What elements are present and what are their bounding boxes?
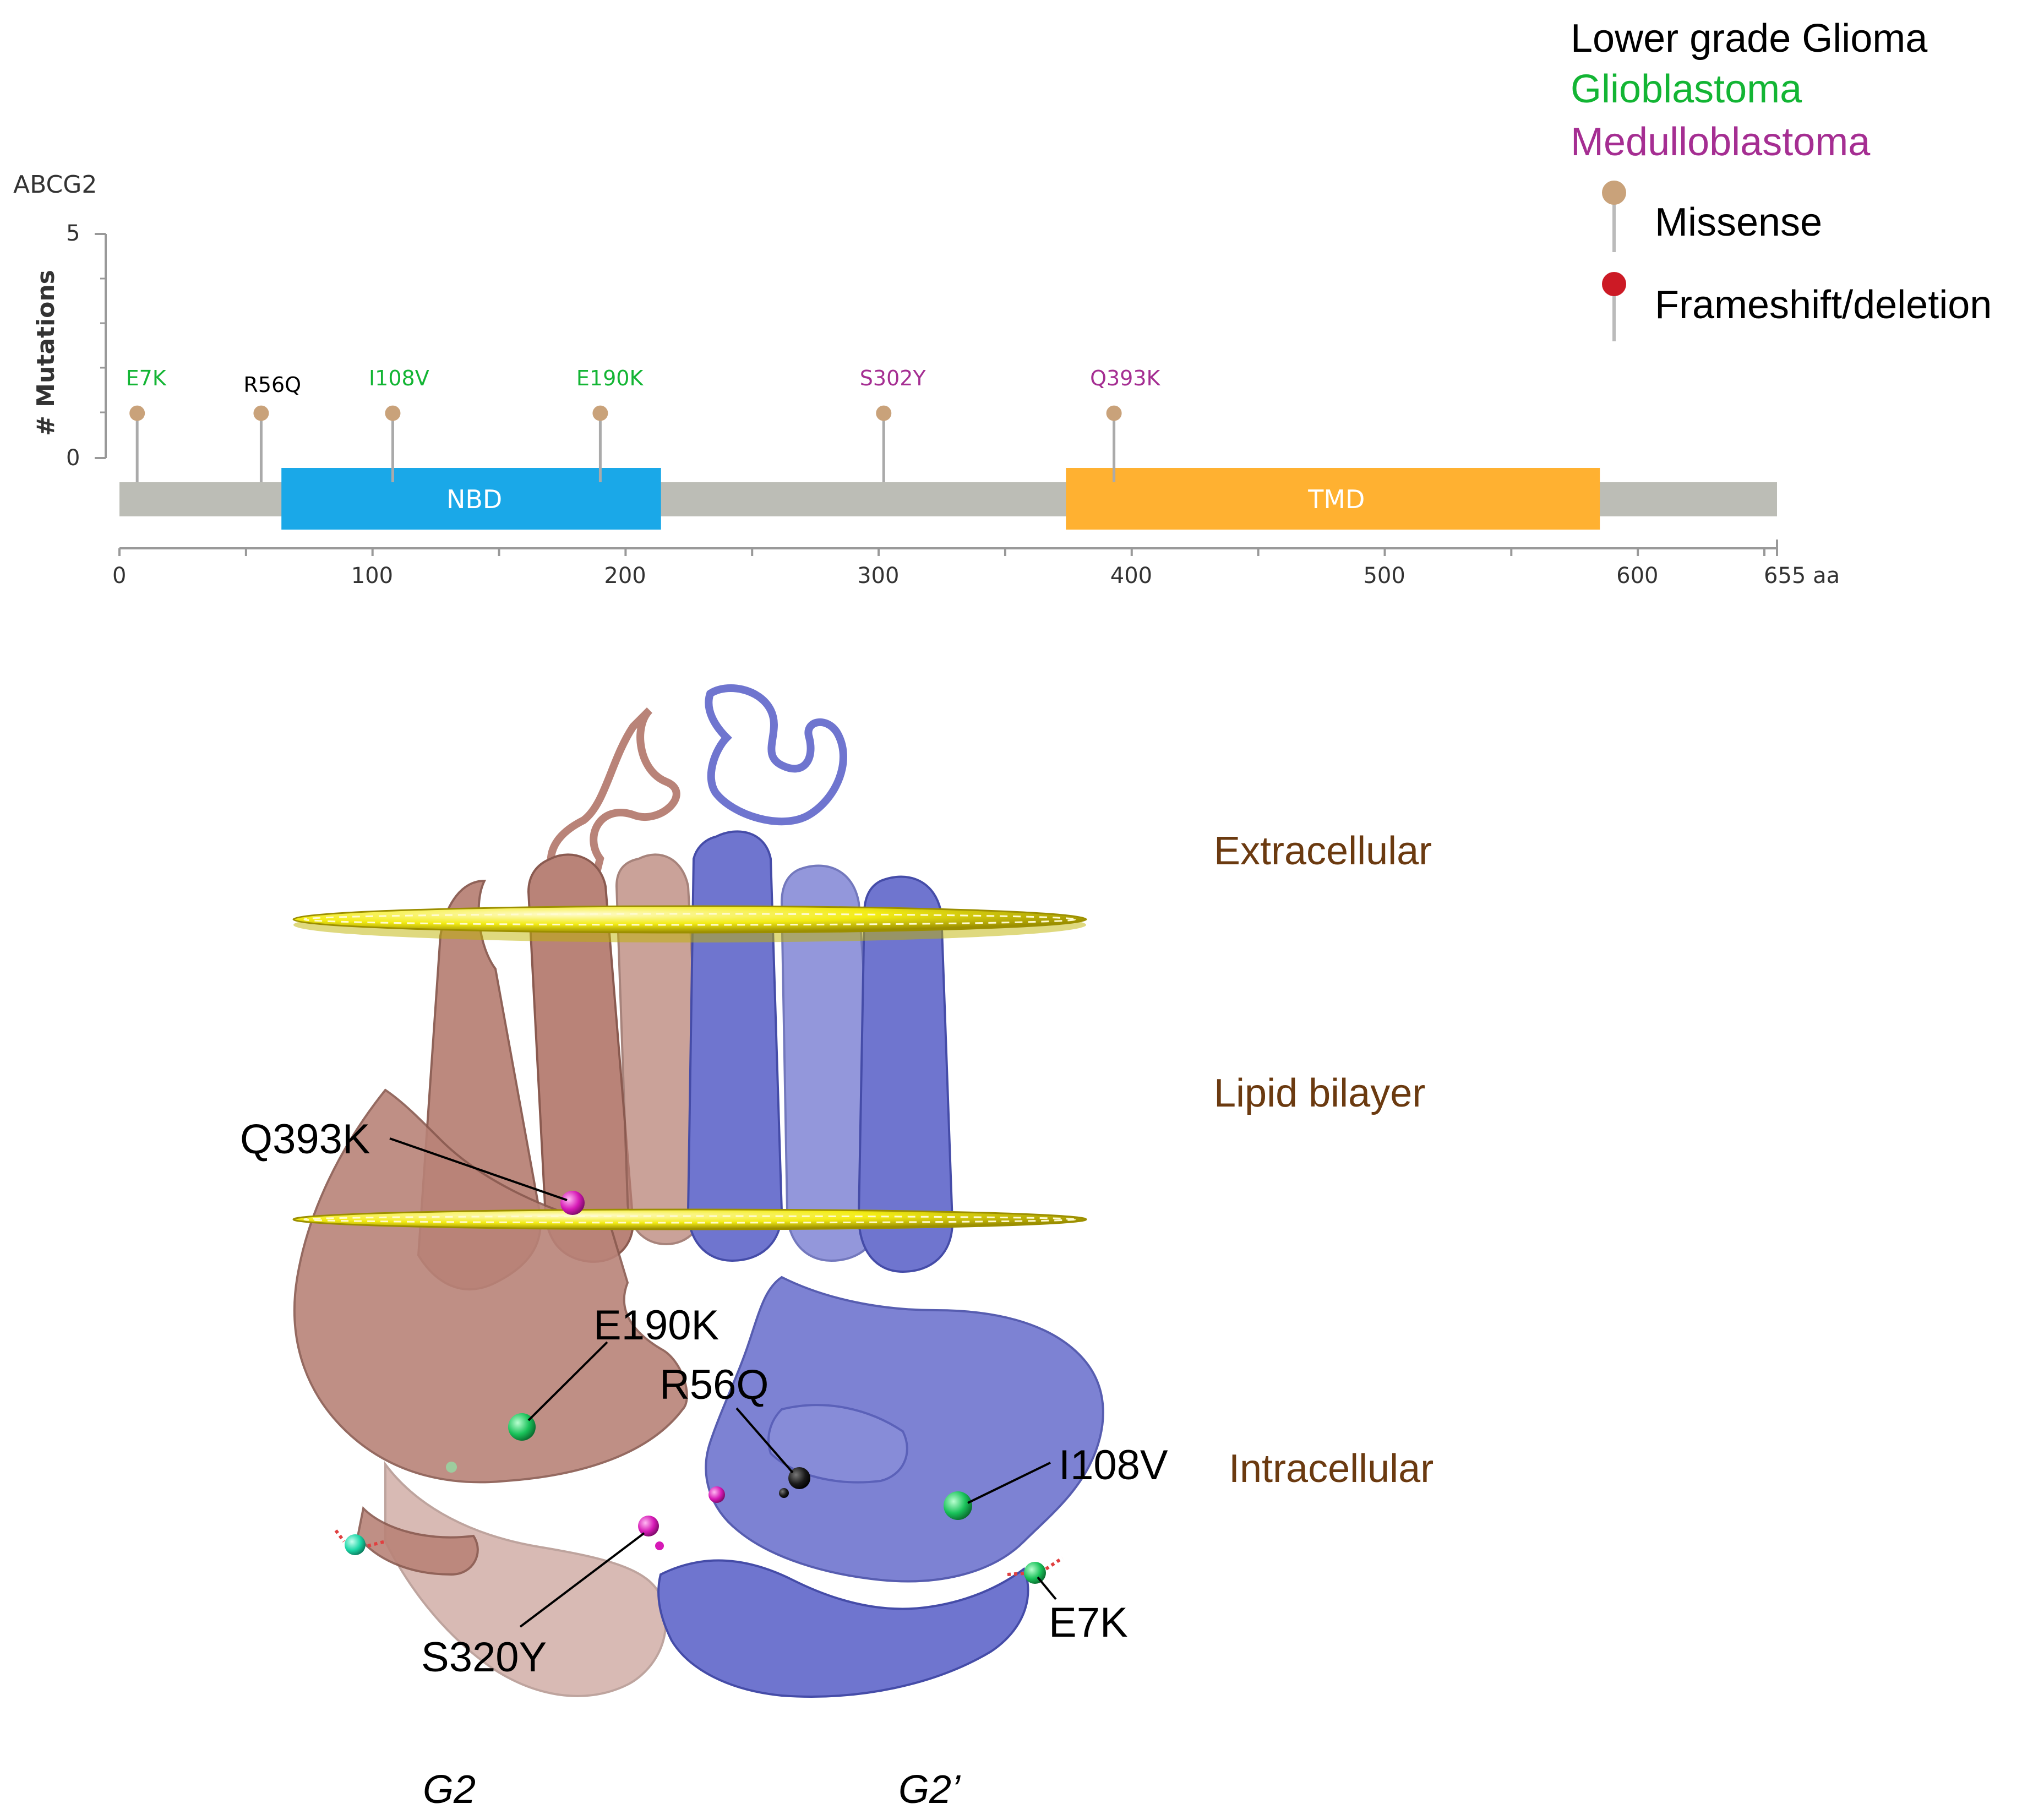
- lollipop-plot: [95, 233, 1778, 556]
- region-extracellular-label: Extracellular: [1214, 829, 1432, 873]
- disordered-tail-e7k: [1007, 1556, 1064, 1576]
- head-r56q: [253, 405, 269, 421]
- site-mb-sphere-g2prime: [708, 1486, 725, 1503]
- head-q393k: [1106, 405, 1122, 421]
- site-r56q-sphere-small: [779, 1488, 789, 1498]
- protein-structure: [292, 684, 1104, 1698]
- leader-i108v: [967, 1462, 1051, 1504]
- membrane-lower: [292, 1208, 1087, 1230]
- head-e7k: [129, 405, 145, 421]
- leader-r56q: [735, 1407, 794, 1474]
- leader-e190k: [527, 1341, 608, 1421]
- x-tick-label-655: 655 aa: [1764, 563, 1840, 588]
- site-i108v-sphere: [944, 1491, 972, 1520]
- chain-g2-ribbon: [293, 707, 706, 1697]
- head-e190k: [592, 405, 608, 421]
- site-e190k-sphere-secondary: [446, 1462, 457, 1473]
- mutation-label-s302y: S302Y: [859, 366, 926, 390]
- site-r56q-sphere: [788, 1467, 810, 1489]
- site-s320y-sphere: [638, 1516, 659, 1536]
- lollipop-stems: [135, 413, 1116, 482]
- struct-label-e190k: E190K: [593, 1302, 720, 1349]
- domain-label-nbd: NBD: [446, 484, 503, 514]
- x-tick-label-0: 0: [112, 563, 127, 588]
- struct-label-q393k: Q393K: [240, 1116, 370, 1163]
- legend-frameshift-label: Frameshift/deletion: [1655, 283, 1992, 327]
- lollipop-heads: [129, 405, 1122, 421]
- domains: [281, 468, 1600, 530]
- domain-label-tmd: TMD: [1308, 484, 1365, 514]
- y-tick-label-5: 5: [66, 221, 80, 246]
- region-intracellular-label: Intracellular: [1229, 1447, 1434, 1491]
- x-tick-label-100: 100: [351, 563, 394, 588]
- mutation-label-e190k: E190K: [576, 366, 644, 390]
- x-tick-label-400: 400: [1110, 563, 1153, 588]
- gene-name-label: ABCG2: [13, 171, 97, 199]
- leader-e7k: [1037, 1576, 1057, 1600]
- struct-label-r56q: R56Q: [660, 1361, 769, 1408]
- mutation-label-i108v: I108V: [368, 366, 429, 390]
- legend-missense-label: Missense: [1655, 200, 1823, 244]
- site-e7k-sphere-g2: [345, 1534, 366, 1555]
- leader-s320y: [519, 1532, 645, 1628]
- site-s320y-sphere-small: [655, 1541, 664, 1550]
- struct-label-e7k: E7K: [1049, 1599, 1128, 1646]
- legend-mb-label: Medulloblastoma: [1571, 120, 1871, 164]
- site-e7k-sphere: [1024, 1562, 1046, 1584]
- legend-lgg-label: Lower grade Glioma: [1571, 17, 1928, 61]
- mutation-label-q393k: Q393K: [1090, 366, 1160, 390]
- site-q393k-sphere: [560, 1191, 585, 1215]
- struct-label-s320y: S320Y: [421, 1634, 547, 1681]
- domain-nbd: [281, 468, 661, 530]
- y-tick-label-0: 0: [66, 445, 80, 471]
- struct-label-i108v: I108V: [1059, 1442, 1168, 1489]
- head-s302y: [876, 405, 892, 421]
- legend-frameshift-icon: [1602, 272, 1626, 341]
- head-i108v: [385, 405, 401, 421]
- leader-q393k: [389, 1137, 568, 1201]
- mutation-label-r56q: R56Q: [243, 373, 302, 397]
- chain-label-g2-prime: G2’: [898, 1768, 961, 1812]
- x-tick-label-500: 500: [1363, 563, 1405, 588]
- x-tick-label-600: 600: [1616, 563, 1659, 588]
- mutation-label-e7k: E7K: [126, 366, 166, 390]
- legend-gbm-label: Glioblastoma: [1571, 67, 1802, 111]
- region-lipid-bilayer-label: Lipid bilayer: [1214, 1071, 1426, 1115]
- y-axis-label: # Mutations: [32, 270, 60, 436]
- x-tick-label-200: 200: [604, 563, 646, 588]
- x-axis-ticks: [118, 540, 1778, 556]
- disordered-tail-g2: [334, 1529, 386, 1547]
- chain-g2-prime-ribbon: [657, 684, 1104, 1698]
- chain-label-g2: G2: [423, 1768, 476, 1812]
- legend-missense-icon: [1602, 181, 1626, 252]
- x-tick-label-300: 300: [857, 563, 900, 588]
- domain-tmd: [1066, 468, 1600, 530]
- membrane-upper: [292, 905, 1087, 942]
